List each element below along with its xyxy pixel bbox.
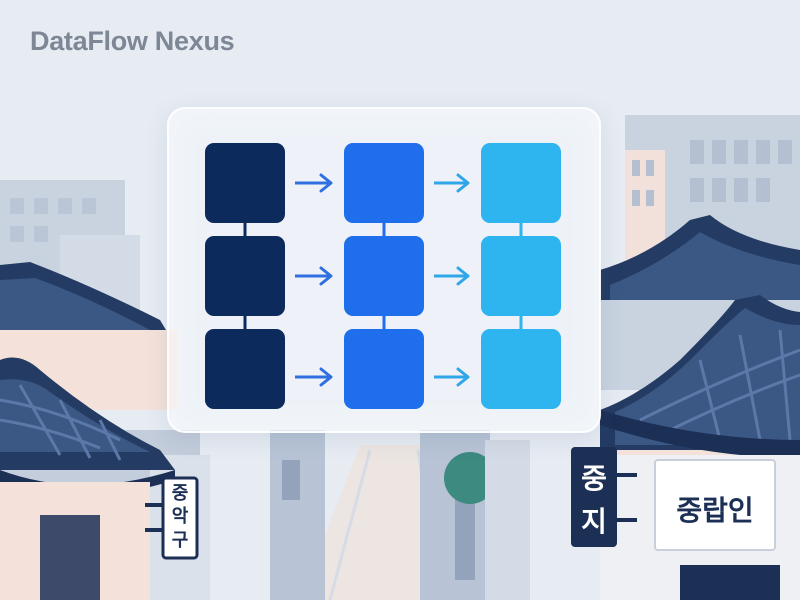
left-vertical-sign: 중 악 구	[145, 476, 199, 560]
right-sign-char-1: 중	[581, 462, 607, 495]
brand-title: DataFlow Nexus	[30, 26, 235, 56]
shop-sign: 중랍인	[654, 459, 776, 551]
left-hanok-front	[0, 357, 210, 600]
right-vertical-sign: 중 지	[571, 447, 637, 547]
pipeline-node	[205, 236, 285, 316]
left-sign-char-2: 악	[172, 506, 189, 527]
arrow-head-icon	[319, 367, 333, 387]
shop-sign-text: 중랍인	[676, 494, 753, 527]
pipeline-node	[481, 236, 561, 316]
arrow-head-icon	[456, 173, 470, 193]
left-sign-char-3: 구	[172, 530, 189, 551]
arrow-head-icon	[456, 367, 470, 387]
left-sign-char-1: 중	[172, 483, 189, 504]
pipeline-node	[344, 143, 424, 223]
right-sign-char-2: 지	[581, 505, 607, 538]
pipeline-node	[481, 143, 561, 223]
left-hanok-back	[0, 262, 178, 410]
pipeline-node	[344, 329, 424, 409]
pipeline-node	[481, 329, 561, 409]
arrow-head-icon	[319, 266, 333, 286]
arrow-head-icon	[319, 173, 333, 193]
alley-buildings	[270, 430, 530, 600]
pipeline-node	[205, 329, 285, 409]
pipeline-node	[205, 143, 285, 223]
pipeline-node	[344, 236, 424, 316]
arrow-head-icon	[456, 266, 470, 286]
